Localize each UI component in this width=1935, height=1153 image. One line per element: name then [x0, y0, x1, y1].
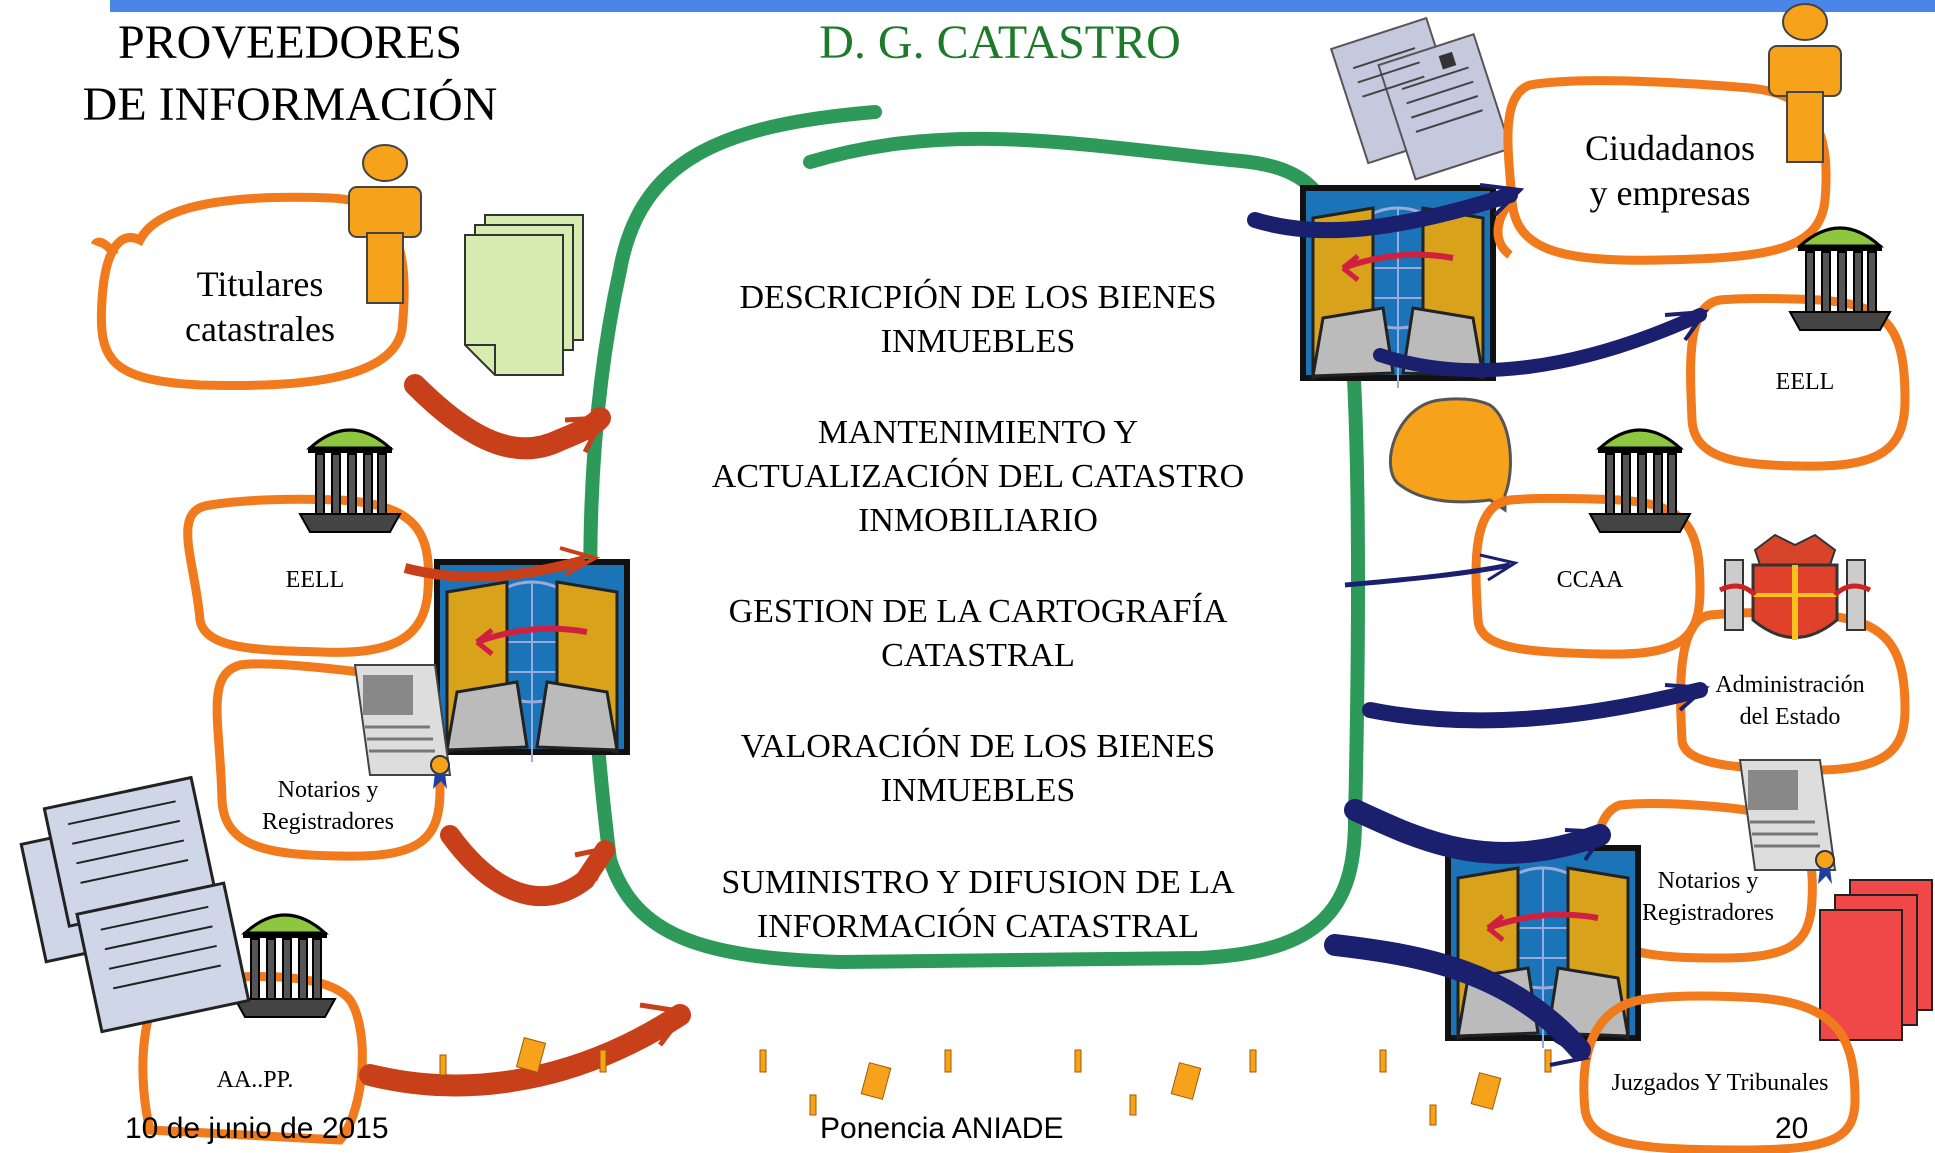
function-item: MANTENIMIENTO Y ACTUALIZACIÓN DEL CATAST… — [658, 411, 1298, 543]
function-item: VALORACIÓN DE LOS BIENES INMUEBLES — [658, 725, 1298, 813]
footer-event: Ponencia ANIADE — [820, 1112, 1064, 1145]
ccaa-label: CCAA — [1556, 567, 1624, 593]
function-item: SUMINISTRO Y DIFUSION DE LA INFORMACIÓN … — [658, 861, 1298, 949]
top-accent-bar — [110, 0, 1935, 12]
titulares-label: Titulares catastrales — [140, 262, 380, 352]
eell-right-label: EELL — [1775, 369, 1835, 395]
providers-title-line1: PROVEEDORES — [117, 16, 463, 69]
ciudadanos-label-line1: Ciudadanos — [1585, 128, 1755, 168]
function-item: GESTION DE LA CARTOGRAFÍA CATASTRAL — [658, 590, 1298, 678]
function-line: INFORMACIÓN CATASTRAL — [756, 908, 1200, 945]
juzgados-label: Juzgados Y Tribunales — [1611, 1070, 1829, 1096]
function-item: DESCRICPIÓN DE LOS BIENES INMUEBLES — [658, 276, 1298, 364]
notarios-left-label: Notarios y Registradores — [228, 774, 428, 838]
titulares-label-line1: Titulares — [196, 264, 324, 304]
administracion-label: Administración del Estado — [1690, 669, 1890, 733]
notarios-right-label-line1: Notarios y — [1657, 868, 1759, 894]
notarios-right-label-line2: Registradores — [1642, 900, 1774, 926]
notarios-right-label: Notarios y Registradores — [1608, 865, 1808, 929]
function-line: MANTENIMIENTO Y — [817, 414, 1139, 451]
aapp-label: AA..PP. — [216, 1067, 294, 1093]
notarios-left-label-line2: Registradores — [262, 809, 394, 835]
function-line: INMOBILIARIO — [858, 502, 1098, 539]
notarios-left-label-line1: Notarios y — [277, 777, 379, 803]
center-title: D. G. CATASTRO — [819, 16, 1181, 69]
administracion-label-line1: Administración — [1715, 672, 1865, 698]
function-line: INMUEBLES — [880, 772, 1076, 809]
function-line: GESTION DE LA CARTOGRAFÍA — [728, 593, 1228, 630]
function-line: ACTUALIZACIÓN DEL CATASTRO — [711, 458, 1245, 495]
function-line: CATASTRAL — [881, 637, 1075, 674]
providers-title-line2: DE INFORMACIÓN — [82, 78, 498, 131]
function-line: INMUEBLES — [880, 323, 1076, 360]
providers-title: PROVEEDORES DE INFORMACIÓN — [40, 12, 540, 136]
function-line: VALORACIÓN DE LOS BIENES — [740, 728, 1216, 765]
footer-date: 10 de junio de 2015 — [125, 1112, 389, 1145]
function-line: DESCRICPIÓN DE LOS BIENES — [739, 279, 1217, 316]
ciudadanos-label-line2: y empresas — [1589, 173, 1751, 213]
titulares-label-line2: catastrales — [185, 309, 335, 349]
administracion-label-line2: del Estado — [1739, 704, 1841, 730]
page-number: 20 — [1775, 1112, 1809, 1145]
eell-left-label: EELL — [285, 567, 345, 593]
function-line: SUMINISTRO Y DIFUSION DE LA — [721, 864, 1235, 901]
ciudadanos-label: Ciudadanos y empresas — [1540, 126, 1800, 216]
